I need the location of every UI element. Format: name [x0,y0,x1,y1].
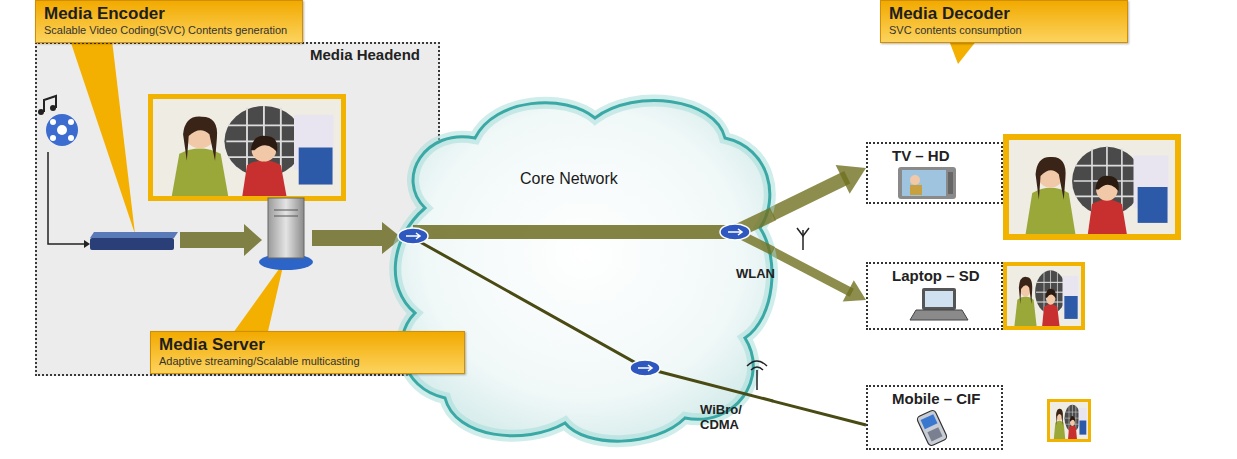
callout-box: Media ServerAdaptive streaming/Scalable … [150,331,465,374]
tv-icon [898,167,956,199]
flow-arrow [312,222,402,254]
region-title: Media Headend [310,46,420,63]
device-box: Mobile – CIF [866,385,1003,450]
callout-pointer [228,262,284,340]
callout-pointer [70,40,135,234]
antenna-symbol [797,228,809,250]
callout-text: Adaptive streaming/Scalable multicasting [159,355,456,368]
network-cloud: Core Network [385,88,772,448]
callout-title: Media Decoder [889,4,1119,24]
callout-box: Media DecoderSVC contents consumption [880,0,1128,43]
arrow-head [843,280,866,301]
callout-title: Media Encoder [44,4,294,24]
network-link [772,401,866,425]
flow-arrow [180,224,262,256]
video-picture [1009,140,1175,234]
link-line [772,177,847,214]
link-label: WiBro/ CDMA [700,402,752,432]
video-frame [1047,399,1091,442]
callout-text: Scalable Video Coding(SVC) Contents gene… [44,24,294,37]
media-source-icon [38,96,78,146]
device-title: Laptop – SD [892,267,980,284]
device-box: Laptop – SD [866,262,1003,330]
video-frame [1003,134,1181,240]
link-line [772,251,852,293]
video-frame [148,94,346,201]
arrow-head [836,165,866,194]
device-title: TV – HD [892,147,950,164]
callout-title: Media Server [159,335,456,355]
network-link [772,251,866,301]
headend-region: Media Headend [35,42,440,376]
link-line [772,401,866,425]
cloud-title: Core Network [520,170,618,188]
network-link [772,165,866,214]
video-picture [153,99,341,196]
laptop-icon [910,288,968,320]
callout-box: Media EncoderScalable Video Coding(SVC) … [35,0,303,43]
device-box: TV – HD [866,142,1003,204]
video-picture [1050,402,1088,439]
video-picture [1007,266,1081,326]
phone-icon [916,409,948,446]
device-title: Mobile – CIF [892,390,980,407]
video-frame [1003,262,1085,330]
link-label: WLAN [736,266,775,281]
cloud-shape [385,88,772,448]
server-device [259,198,313,270]
callout-text: SVC contents consumption [889,24,1119,37]
encoder-device [90,232,178,250]
